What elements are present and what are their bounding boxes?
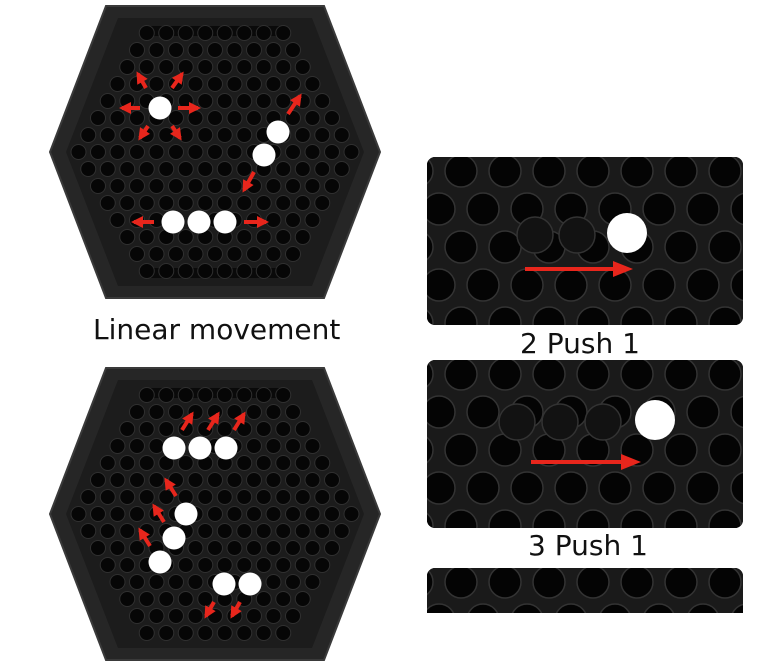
white-marble-icon <box>162 526 186 550</box>
white-marble-icon <box>213 210 237 234</box>
red-direction-arrow-icon <box>232 411 246 432</box>
white-marble-icon <box>148 96 172 120</box>
red-direction-arrow-icon <box>170 124 182 141</box>
linear-movement-caption: Linear movement <box>93 313 341 346</box>
red-direction-arrow-icon <box>164 477 178 498</box>
white-marble-group <box>148 96 290 234</box>
black-marble-icon <box>541 403 579 441</box>
linear-movement-board <box>48 5 382 299</box>
white-marble-icon <box>148 550 172 574</box>
three-push-one-caption: 3 Push 1 <box>528 529 648 562</box>
white-marble-icon <box>635 400 675 440</box>
red-direction-arrow-icon <box>170 71 184 90</box>
white-marble-icon <box>607 213 647 253</box>
black-marble-icon <box>516 216 554 254</box>
white-marble-icon <box>162 436 186 460</box>
red-direction-arrow-icon <box>178 102 201 114</box>
black-marble-icon <box>558 216 596 254</box>
white-marble-group <box>148 436 262 596</box>
black-marble-icon <box>498 403 536 441</box>
three-push-one-photo <box>427 360 743 528</box>
red-direction-arrow-icon <box>119 71 302 228</box>
red-direction-arrow-icon <box>206 411 220 432</box>
red-direction-arrow-icon <box>180 411 194 432</box>
white-marble-icon <box>266 120 290 144</box>
red-direction-arrow-icon <box>136 71 148 89</box>
white-marble-icon <box>174 502 198 526</box>
white-marble-icon <box>188 436 212 460</box>
white-marble-icon <box>161 210 185 234</box>
red-direction-arrow-icon <box>138 527 152 548</box>
broadside-movement-board <box>48 367 382 661</box>
black-marble-icon <box>584 403 622 441</box>
red-direction-arrow-icon <box>131 216 154 228</box>
red-direction-arrow-icon <box>531 454 641 470</box>
red-direction-arrow-icon <box>242 171 256 193</box>
red-direction-arrow-icon <box>286 93 302 116</box>
white-marble-icon <box>212 572 236 596</box>
red-direction-arrow-icon <box>525 261 633 277</box>
red-direction-arrow-icon <box>119 102 140 114</box>
white-marble-icon <box>238 572 262 596</box>
two-push-one-photo <box>427 157 743 325</box>
white-marble-icon <box>214 436 238 460</box>
red-direction-arrow-icon <box>138 124 150 141</box>
red-direction-arrow-icon <box>152 503 166 524</box>
white-marble-icon <box>187 210 211 234</box>
red-direction-arrow-icon <box>244 216 269 228</box>
white-marble-icon <box>252 143 276 167</box>
next-example-photo <box>427 568 743 613</box>
two-push-one-caption: 2 Push 1 <box>520 327 640 360</box>
